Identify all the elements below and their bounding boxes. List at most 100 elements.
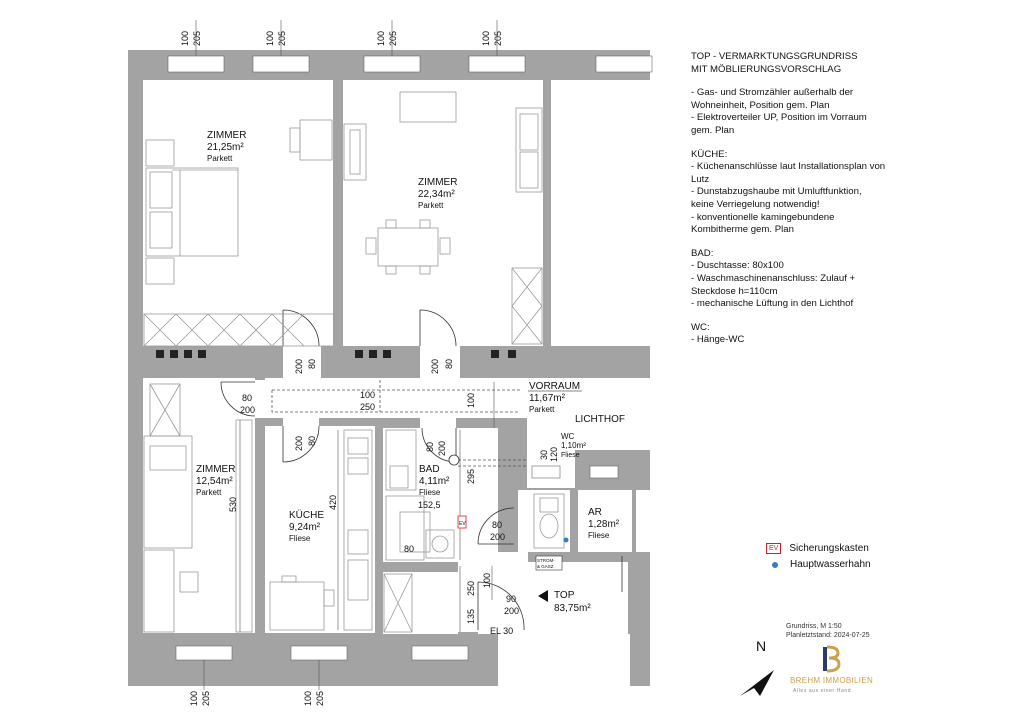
room-name-zimmer-2: ZIMMER	[418, 177, 457, 188]
room-area-bad: 4,11m²	[419, 476, 450, 487]
door-dim-wc-h: 120	[549, 447, 559, 462]
room-name-lichthof: LICHTHOF	[575, 414, 625, 425]
room-neighbor	[551, 80, 650, 346]
vorraum-dashed-line	[458, 459, 527, 467]
room-right-strip	[636, 490, 650, 552]
north-arrow-icon	[740, 670, 774, 696]
notes-title: TOP - VERMARKTUNGSGRUNDRISS MIT MÖBLIERU…	[691, 51, 858, 75]
window-dim-a: 100	[265, 31, 275, 46]
room-floor-zimmer-1: Parkett	[207, 154, 233, 163]
window-top-3	[363, 55, 421, 73]
legend-water: Hauptwasserhahn	[766, 559, 871, 570]
room-area-kueche: 9,24m²	[289, 522, 321, 533]
light-outlet-icon	[448, 454, 460, 466]
room-floor-vorraum: Parkett	[529, 405, 555, 414]
furniture-zimmer-2	[343, 91, 543, 345]
ev-marker	[457, 515, 467, 529]
window-dim-b: 205	[201, 691, 211, 706]
room-wc-inner	[518, 490, 570, 552]
door-swing-kueche	[282, 425, 320, 463]
door-opening-z2	[420, 346, 460, 378]
notes-wc: WC: - Hänge-WC	[691, 321, 745, 346]
door-dim-passage-w: 100	[360, 390, 375, 400]
room-name-zimmer-1: ZIMMER	[207, 130, 246, 141]
room-area-zimmer-2: 22,34m²	[418, 189, 455, 200]
room-floor-zimmer-3: Parkett	[196, 488, 222, 497]
door-swing-z2	[419, 309, 457, 347]
door-dim-z1-h: 200	[294, 359, 304, 374]
window-dim-a: 100	[303, 691, 313, 706]
vent-markers	[156, 350, 516, 358]
door-swing-entry	[477, 581, 525, 631]
corridor-dashed-line	[271, 380, 520, 413]
water-legend-icon	[772, 561, 778, 568]
brehm-logo-icon	[823, 645, 841, 673]
room-floor-ar: Fliese	[588, 531, 610, 540]
plan-meta: Grundriss, M 1:50 Planletztstand: 2024-0…	[786, 622, 870, 640]
room-lower-store	[383, 572, 458, 634]
window-top-1	[167, 55, 225, 73]
outside-left-gap	[128, 686, 498, 728]
window-dim-a: 100	[180, 31, 190, 46]
room-area-top: 83,75m²	[554, 603, 591, 614]
room-zimmer-3	[143, 378, 255, 633]
room-name-vorraum: VORRAUM	[529, 381, 580, 392]
window-dim-a: 100	[376, 31, 386, 46]
window-bottom-3	[411, 645, 469, 661]
room-entry	[478, 562, 628, 634]
entry-arrow-icon	[538, 590, 548, 602]
label-el30: EL 30	[490, 626, 513, 636]
window-dim-a: 100	[481, 31, 491, 46]
door-dim-entry-w: 90	[506, 594, 516, 604]
window-dim-b: 205	[192, 31, 202, 46]
outside-bay	[498, 634, 630, 686]
door-dim-ar-w: 80	[492, 520, 502, 530]
door-dim-ar-h: 200	[490, 532, 505, 542]
ev-marker-label: EV	[459, 521, 466, 527]
room-name-top: TOP	[554, 590, 575, 601]
water-tap-icon	[563, 537, 569, 543]
furniture-zimmer-3	[143, 383, 253, 633]
window-dim-b: 205	[388, 31, 398, 46]
room-floor-kueche: Fliese	[289, 534, 311, 543]
window-bottom-2	[290, 645, 348, 661]
door-opening-entry	[478, 552, 528, 562]
legend-ev-label: Sicherungskasten	[789, 543, 869, 554]
dim-420: 420	[328, 495, 338, 510]
door-swing-ar	[477, 507, 515, 545]
furniture-zimmer-1	[143, 119, 335, 347]
door-dim-z2-w: 80	[444, 359, 454, 369]
door-dim-z3-w: 80	[242, 393, 252, 403]
dim-530: 530	[228, 497, 238, 512]
room-name-wc: WC	[561, 432, 575, 441]
plan-scale: Grundriss, M 1:50	[786, 623, 842, 630]
room-floor-zimmer-2: Parkett	[418, 201, 444, 210]
dim-80: 80	[404, 544, 414, 554]
logo-wordmark: BREHM IMMOBILIEN	[790, 676, 874, 685]
door-swing-z3	[220, 381, 256, 417]
legend-ev: EV Sicherungskasten	[766, 543, 869, 554]
window-dim-a: 100	[189, 691, 199, 706]
room-name-ar: AR	[588, 507, 602, 518]
dim-100a: 100	[466, 393, 476, 408]
furniture-bad	[385, 429, 455, 561]
north-label: N	[756, 638, 767, 654]
room-name-kueche: KÜCHE	[289, 509, 324, 521]
dimension-lines	[239, 382, 495, 632]
door-dim-z3-h: 200	[240, 405, 255, 415]
room-zimmer-2	[343, 80, 543, 346]
window-dim-b: 205	[493, 31, 503, 46]
door-dim-passage-h: 250	[360, 402, 375, 412]
notes-general: - Gas- und Stromzähler außerhalb der Woh…	[691, 87, 867, 136]
window-top-2	[252, 55, 310, 73]
dim-135: 135	[466, 609, 476, 624]
window-lichthof-1	[531, 465, 561, 479]
notes-bad: BAD: - Duschtasse: 80x100 - Waschmaschin…	[691, 247, 856, 310]
window-lichthof-2	[589, 465, 619, 479]
door-opening-kueche	[283, 418, 319, 426]
door-dim-entry-h: 200	[504, 606, 519, 616]
meter-box-label-1: STROM-	[537, 558, 555, 563]
window-dim-b: 205	[315, 691, 325, 706]
room-floor-wc: Fliese	[561, 452, 580, 459]
door-dim-z1-w: 80	[307, 359, 317, 369]
